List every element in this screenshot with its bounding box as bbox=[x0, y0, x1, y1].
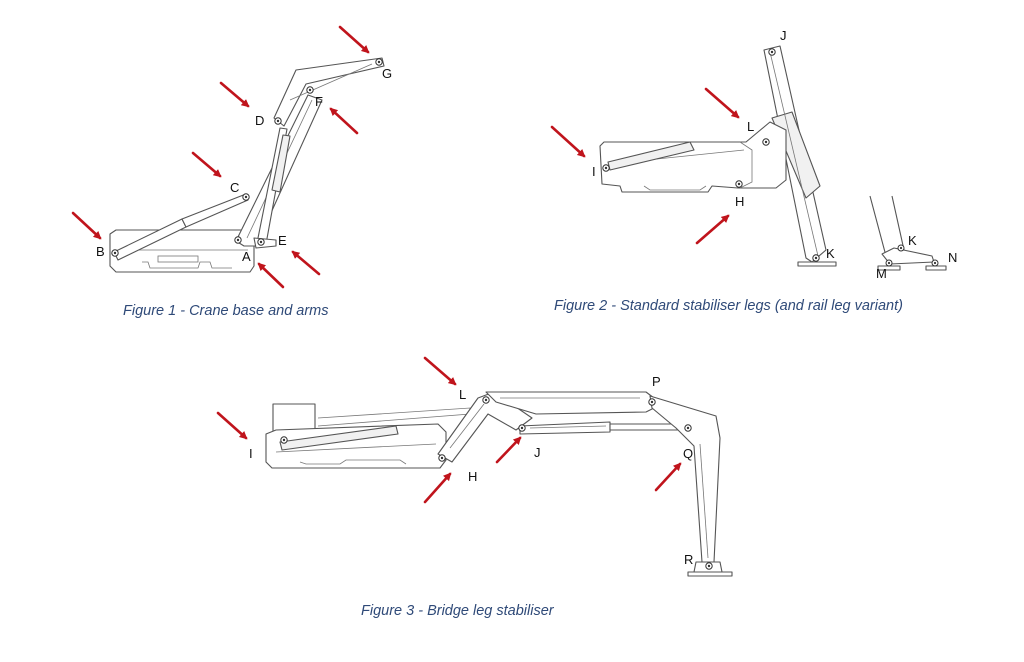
figure-3-pins bbox=[280, 396, 713, 570]
arrow-a bbox=[257, 262, 285, 289]
arrow-l-bridge bbox=[423, 356, 457, 386]
arrow-g bbox=[338, 25, 370, 54]
arrow-e bbox=[291, 250, 321, 276]
label-l: L bbox=[747, 119, 754, 134]
bridge-base bbox=[265, 407, 471, 469]
label-h-bridge: H bbox=[468, 469, 477, 484]
arrow-j-bridge bbox=[495, 436, 522, 464]
label-c: C bbox=[230, 180, 239, 195]
bridge-ram bbox=[519, 421, 681, 435]
arrow-b bbox=[71, 211, 102, 240]
label-m: M bbox=[876, 266, 887, 281]
label-g: G bbox=[382, 66, 392, 81]
label-f: F bbox=[315, 94, 323, 109]
arrow-f bbox=[329, 107, 359, 135]
figure-3-drawing: H I J L P Q R bbox=[216, 356, 733, 577]
label-d: D bbox=[255, 113, 264, 128]
label-j-bridge: J bbox=[534, 445, 541, 460]
arrow-d bbox=[219, 81, 250, 108]
second-ram bbox=[253, 127, 291, 249]
rail-leg-variant bbox=[869, 195, 947, 271]
arrow-h-bridge bbox=[423, 472, 452, 504]
label-a: A bbox=[242, 249, 251, 264]
label-q: Q bbox=[683, 446, 693, 461]
label-h: H bbox=[735, 194, 744, 209]
bridge-leg bbox=[649, 395, 733, 577]
figure-1-drawing: A B C D E F G bbox=[71, 25, 392, 289]
stabiliser-leg bbox=[763, 45, 837, 267]
label-b: B bbox=[96, 244, 105, 259]
arrow-h bbox=[695, 214, 730, 245]
figure-2-caption: Figure 2 - Standard stabiliser legs (and… bbox=[554, 298, 903, 314]
label-k: K bbox=[826, 246, 835, 261]
figure-2-pins bbox=[602, 48, 820, 262]
figure-2-arrows bbox=[550, 87, 740, 245]
arrow-l bbox=[704, 87, 740, 119]
label-p: P bbox=[652, 374, 661, 389]
figure-2-drawing: H I J K L K M N bbox=[550, 28, 957, 281]
figure-1-arrows bbox=[71, 25, 370, 289]
label-l-bridge: L bbox=[459, 387, 466, 402]
label-k-rail: K bbox=[908, 233, 917, 248]
figure-3-caption: Figure 3 - Bridge leg stabiliser bbox=[361, 603, 554, 619]
label-r: R bbox=[684, 552, 693, 567]
figure-3-arrows bbox=[216, 356, 682, 504]
arrow-i-bridge bbox=[216, 411, 248, 440]
label-i: I bbox=[592, 164, 596, 179]
stabiliser-housing bbox=[599, 121, 787, 193]
main-ram bbox=[113, 193, 249, 261]
label-i-bridge: I bbox=[249, 446, 253, 461]
figure-1-pins bbox=[111, 58, 383, 257]
lifting-arm bbox=[437, 391, 533, 463]
top-beam bbox=[485, 391, 663, 415]
arrow-i bbox=[550, 125, 586, 158]
label-n: N bbox=[948, 250, 957, 265]
arrow-q bbox=[654, 462, 682, 492]
arrow-c bbox=[191, 151, 222, 178]
figure-1-caption: Figure 1 - Crane base and arms bbox=[123, 303, 329, 319]
label-e: E bbox=[278, 233, 287, 248]
jib-arm bbox=[273, 57, 385, 127]
label-j: J bbox=[780, 28, 787, 43]
